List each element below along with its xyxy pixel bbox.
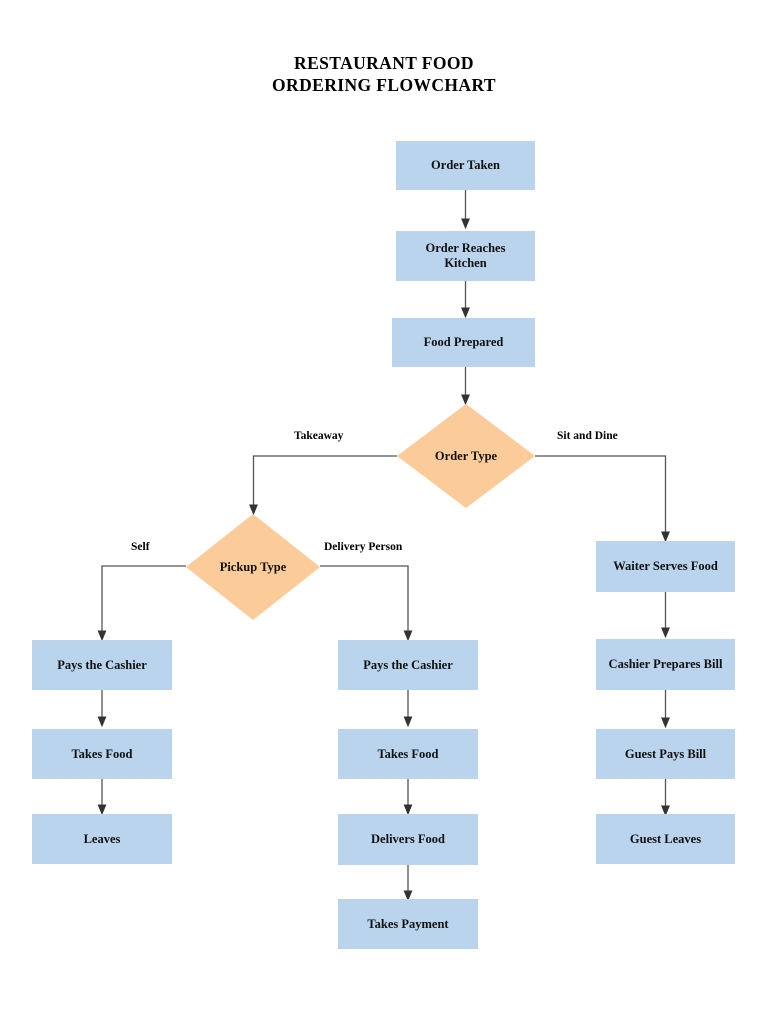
page-title: RESTAURANT FOOD ORDERING FLOWCHART bbox=[0, 52, 768, 96]
edge-pickup-type-delivery-person bbox=[320, 565, 413, 642]
node-cashier-prepares-bill-label: Cashier Prepares Bill bbox=[608, 657, 723, 671]
node-waiter-serves-food-label: Waiter Serves Food bbox=[613, 559, 718, 573]
edge-label-sit-and-dine: Sit and Dine bbox=[557, 430, 618, 442]
node-self-pays-the-cashier[interactable]: Pays the Cashier bbox=[32, 640, 172, 690]
node-delivers-food-label: Delivers Food bbox=[371, 832, 445, 846]
node-guest-leaves[interactable]: Guest Leaves bbox=[596, 814, 735, 864]
node-takes-payment-label: Takes Payment bbox=[367, 916, 449, 931]
node-self-takes-food-label: Takes Food bbox=[71, 746, 133, 761]
diamond-shape-icon bbox=[397, 404, 535, 508]
node-order-type-label: Order Type bbox=[434, 448, 498, 463]
node-pickup-type-label: Pickup Type bbox=[219, 559, 287, 574]
edge-label-takeaway: Takeaway bbox=[294, 430, 344, 442]
node-order-type[interactable]: Order Type bbox=[397, 404, 535, 508]
edge-order-type-sit-and-dine bbox=[535, 455, 670, 543]
node-guest-leaves-label: Guest Leaves bbox=[629, 831, 702, 846]
node-food-prepared[interactable]: Food Prepared bbox=[392, 318, 535, 367]
node-order-reaches-kitchen-label: Order Reaches Kitchen bbox=[425, 241, 506, 270]
edge-label-delivery-person: Delivery Person bbox=[324, 541, 403, 553]
edge-pickup-type-self bbox=[97, 565, 186, 642]
node-self-pays-the-cashier-label: Pays the Cashier bbox=[57, 657, 147, 672]
node-guest-pays-bill[interactable]: Guest Pays Bill bbox=[596, 729, 735, 779]
node-cashier-prepares-bill[interactable]: Cashier Prepares Bill bbox=[596, 639, 735, 690]
node-delivery-pays-the-cashier-label: Pays the Cashier bbox=[363, 657, 453, 672]
node-order-taken-label: Order Taken bbox=[431, 158, 500, 172]
page-title-line-2: ORDERING FLOWCHART bbox=[272, 75, 496, 95]
diamond-shape-icon bbox=[186, 514, 320, 620]
node-waiter-serves-food[interactable]: Waiter Serves Food bbox=[596, 541, 735, 592]
node-pickup-type[interactable]: Pickup Type bbox=[186, 514, 320, 620]
node-delivery-takes-food[interactable]: Takes Food bbox=[338, 729, 478, 779]
node-food-prepared-label: Food Prepared bbox=[423, 335, 504, 349]
node-delivery-takes-food-label: Takes Food bbox=[377, 746, 439, 761]
node-delivers-food[interactable]: Delivers Food bbox=[338, 814, 478, 865]
node-delivery-pays-the-cashier[interactable]: Pays the Cashier bbox=[338, 640, 478, 690]
node-order-reaches-kitchen[interactable]: Order Reaches Kitchen bbox=[396, 231, 535, 281]
node-self-leaves-label: Leaves bbox=[83, 831, 121, 846]
edge-label-self: Self bbox=[131, 541, 150, 553]
node-order-taken[interactable]: Order Taken bbox=[396, 141, 535, 190]
node-takes-payment[interactable]: Takes Payment bbox=[338, 899, 478, 949]
node-self-takes-food[interactable]: Takes Food bbox=[32, 729, 172, 779]
node-guest-pays-bill-label: Guest Pays Bill bbox=[624, 746, 707, 761]
page-title-line-1: RESTAURANT FOOD bbox=[294, 53, 474, 73]
edge-order-type-takeaway bbox=[249, 455, 397, 516]
node-self-leaves[interactable]: Leaves bbox=[32, 814, 172, 864]
